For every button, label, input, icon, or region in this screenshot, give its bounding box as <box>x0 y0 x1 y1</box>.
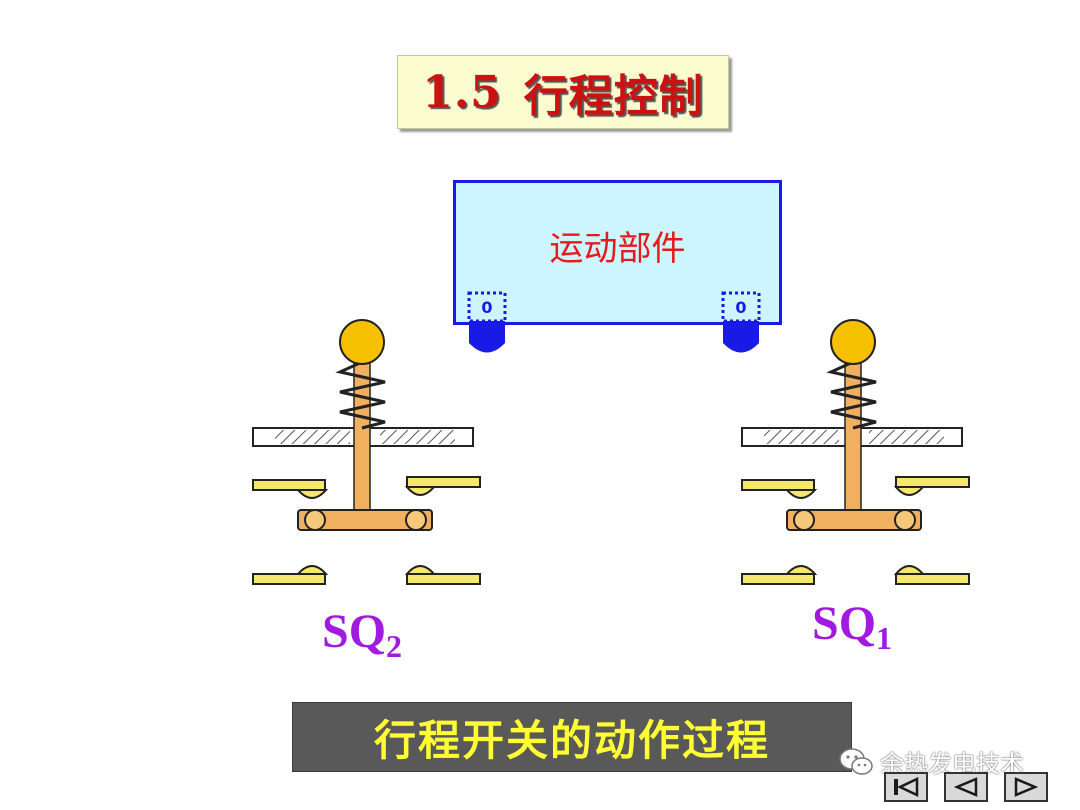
svg-text:0: 0 <box>481 298 492 317</box>
label-sq1-subscript: 1 <box>876 620 893 656</box>
label-sq2: SQ2 <box>322 605 403 664</box>
switch-sq1 <box>741 319 970 585</box>
label-sq2-subscript: 2 <box>386 628 403 664</box>
right-cam: 0 <box>721 291 761 353</box>
next-icon <box>1014 777 1039 797</box>
moving-part: 运动部件 <box>453 180 782 325</box>
previous-slide-button[interactable] <box>944 772 988 802</box>
previous-icon <box>953 777 978 797</box>
left-cam: 0 <box>467 291 507 353</box>
caption: 行程开关的动作过程 <box>292 702 852 772</box>
skip-to-first-icon <box>894 777 919 797</box>
svg-text:0: 0 <box>735 298 746 317</box>
label-sq2-name: SQ <box>322 605 387 658</box>
first-slide-button[interactable] <box>884 772 928 802</box>
label-sq1-name: SQ <box>812 597 877 650</box>
title-number: 1.5 <box>422 66 502 118</box>
watermark: 余热发电技术 <box>838 744 1024 779</box>
moving-part-label: 运动部件 <box>549 229 686 269</box>
label-sq1: SQ1 <box>812 597 893 656</box>
switch-sq2 <box>252 319 481 585</box>
title-text: 行程控制 <box>523 71 704 122</box>
next-slide-button[interactable] <box>1004 772 1048 802</box>
slide-title: 1.5 行程控制 <box>397 55 729 129</box>
wechat-icon <box>839 747 873 775</box>
